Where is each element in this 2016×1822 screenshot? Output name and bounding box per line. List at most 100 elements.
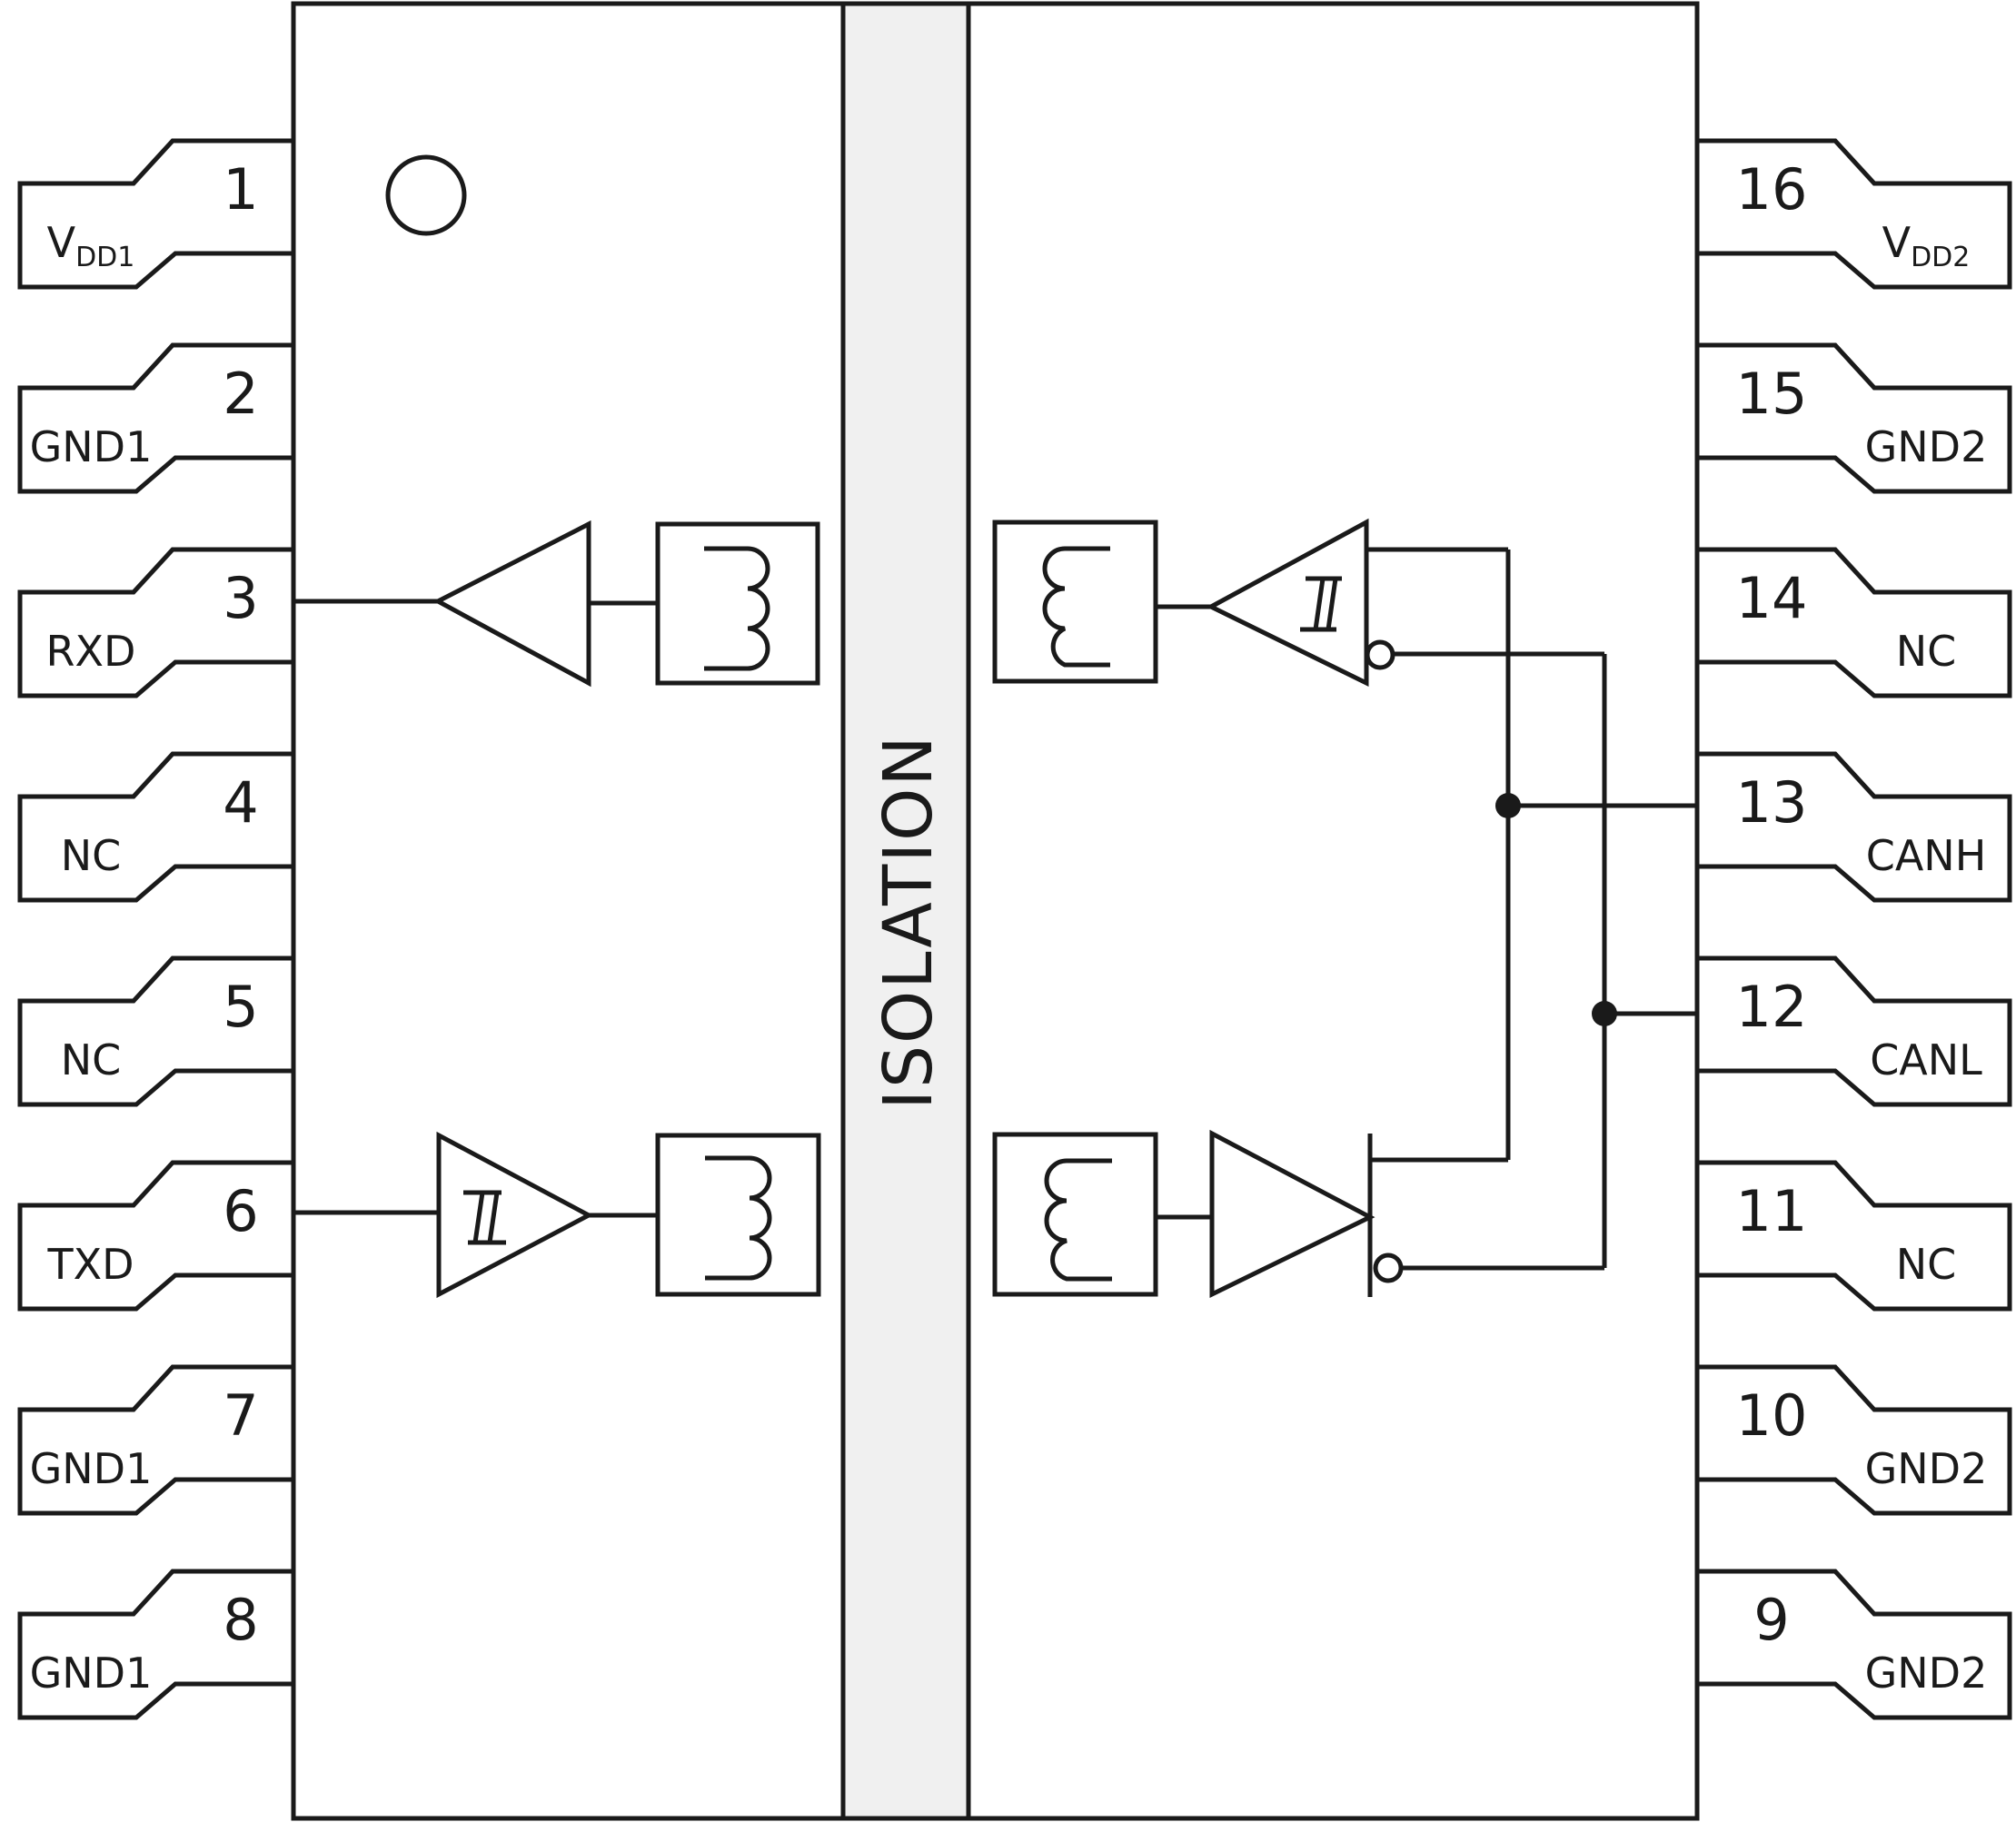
pin-lead-outline xyxy=(17,547,293,698)
pin-name-main: GND1 xyxy=(30,1649,153,1698)
pin-number: 16 xyxy=(1736,156,1808,223)
pin-name: VDD1 xyxy=(47,218,135,273)
canl-junction-dot xyxy=(1592,1001,1617,1026)
pin-number: 7 xyxy=(223,1382,258,1449)
pin-name-main: NC xyxy=(1896,1240,1957,1289)
txd-schmitt-buffer xyxy=(436,1131,594,1299)
pin-lead-outline xyxy=(1697,1364,2012,1516)
pin-lead-outline xyxy=(17,956,293,1107)
rxd-isolator-box xyxy=(655,521,820,686)
pin-name-subscript: DD1 xyxy=(75,242,134,273)
pin-name: CANH xyxy=(1866,831,1987,880)
pin-number: 1 xyxy=(223,156,258,223)
pin-name-main: NC xyxy=(61,831,122,880)
pin-name: NC xyxy=(61,831,122,880)
rx-isolator-box xyxy=(992,520,1158,684)
pin-name: NC xyxy=(1896,1240,1957,1289)
pin-number: 2 xyxy=(223,361,258,427)
txd-isolator-coil-icon xyxy=(705,1155,772,1281)
pin-name: GND2 xyxy=(1865,422,1988,471)
canh-junction-dot xyxy=(1495,793,1521,818)
pin-number: 8 xyxy=(223,1587,258,1653)
pin-number: 4 xyxy=(223,769,258,836)
pin-name-main: RXD xyxy=(46,627,136,676)
pin-lead-outline xyxy=(1697,956,2012,1107)
pin-name: GND2 xyxy=(1865,1649,1988,1698)
rxd-isolator-coil-icon xyxy=(704,546,770,671)
pin-4: 4NC xyxy=(17,751,293,903)
pin-name: CANL xyxy=(1870,1035,1982,1084)
pin-name-main: GND1 xyxy=(30,1444,153,1493)
isolation-label: ISOLATION xyxy=(869,734,948,1109)
pin-name: VDD2 xyxy=(1882,218,1971,273)
pin-number: 14 xyxy=(1736,565,1808,631)
pin-lead-outline xyxy=(1697,1569,2012,1720)
txd-isolator-box xyxy=(655,1133,821,1297)
pin-name-main: NC xyxy=(1896,627,1957,676)
driver-inverting-bubble xyxy=(1373,1253,1404,1283)
can-receiver-schmitt-trigger-icon xyxy=(1300,576,1342,632)
pin-number: 3 xyxy=(223,565,258,631)
pin-name: GND1 xyxy=(30,1649,153,1698)
pin-number: 11 xyxy=(1736,1178,1808,1244)
pin-lead-outline xyxy=(17,1569,293,1720)
rx-isolator-coil-icon xyxy=(1042,546,1110,668)
receiver-inverting-bubble xyxy=(1365,639,1395,670)
txd-schmitt-trigger-icon xyxy=(463,1190,506,1245)
pin-name-main: V xyxy=(1882,218,1912,267)
pin-number: 13 xyxy=(1736,769,1808,836)
pin-name: RXD xyxy=(46,627,136,676)
pin-5: 5NC xyxy=(17,956,293,1107)
pin-number: 15 xyxy=(1736,361,1808,427)
pin-number: 9 xyxy=(1753,1587,1789,1653)
pin-name: TXD xyxy=(46,1240,134,1289)
tx-isolator-box xyxy=(992,1132,1158,1297)
pin-lead-outline xyxy=(17,751,293,903)
pin-name-main: GND2 xyxy=(1865,1649,1988,1698)
pin-name-subscript: DD2 xyxy=(1911,242,1970,273)
pin-name: GND2 xyxy=(1865,1444,1988,1493)
pin-lead-outline xyxy=(17,342,293,494)
pin-name: NC xyxy=(61,1035,122,1084)
pin-name-main: GND2 xyxy=(1865,422,1988,471)
pin-number: 6 xyxy=(223,1178,258,1244)
pin-name-main: GND1 xyxy=(30,422,153,471)
pin-lead-outline xyxy=(17,1160,293,1312)
pin-number: 10 xyxy=(1736,1382,1808,1449)
pin-name: NC xyxy=(1896,627,1957,676)
pin-number: 5 xyxy=(223,974,258,1040)
pin-lead-outline xyxy=(1697,138,2012,290)
pin-number: 12 xyxy=(1736,974,1808,1040)
pin-name-main: GND2 xyxy=(1865,1444,1988,1493)
pin-lead-outline xyxy=(17,138,293,290)
right-pins: 16VDD215GND214NC13CANH12CANL11NC10GND29G… xyxy=(1697,138,2012,1720)
pin-name-main: NC xyxy=(61,1035,122,1084)
rxd-buffer xyxy=(432,520,591,688)
pin-name-main: CANH xyxy=(1866,831,1987,880)
pin-name: GND1 xyxy=(30,1444,153,1493)
pin1-marker xyxy=(385,154,467,236)
pin-lead-outline xyxy=(1697,751,2012,903)
can-driver xyxy=(1209,1129,1375,1299)
pin-name-main: V xyxy=(47,218,76,267)
chip-body xyxy=(291,1,1700,1821)
pin-lead-outline xyxy=(1697,547,2012,698)
pin-lead-outline xyxy=(1697,342,2012,494)
pin-lead-outline xyxy=(17,1364,293,1516)
pin-name-main: TXD xyxy=(46,1240,134,1289)
isolation-barrier xyxy=(840,1,971,1821)
